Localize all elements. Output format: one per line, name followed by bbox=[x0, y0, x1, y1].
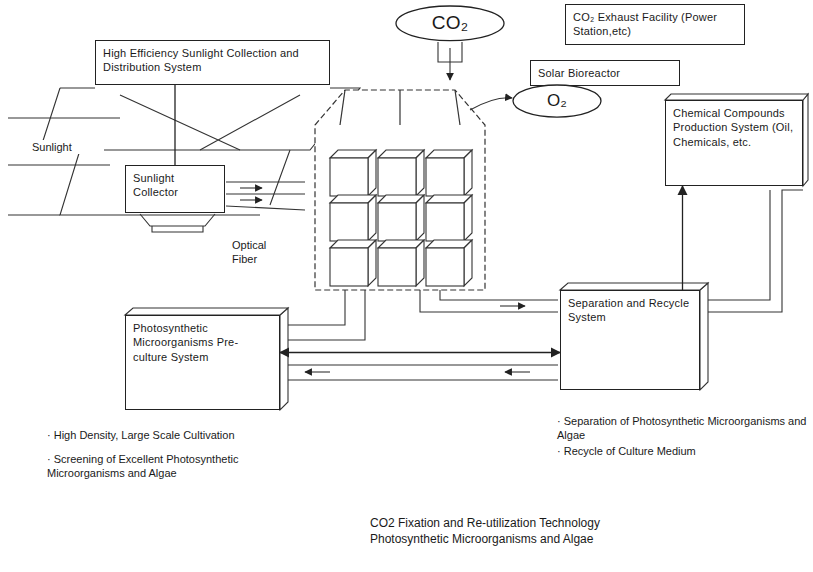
box-depth bbox=[125, 283, 708, 410]
process-box: Sunlight Collector bbox=[125, 165, 225, 213]
node-text: CO₂ bbox=[432, 11, 468, 36]
node-text: Separation and Recycle System bbox=[568, 296, 692, 325]
reactor-unit bbox=[330, 150, 376, 196]
note-text: · Screening of Excellent Photosynthetic … bbox=[45, 452, 299, 481]
chemical-box-depth bbox=[665, 94, 808, 186]
node-text: Chemical Compounds Production System (Oi… bbox=[673, 106, 795, 149]
process-box: Photosynthetic Microorganisms Pre-cultur… bbox=[125, 315, 280, 410]
node-text: Solar Bioreactor bbox=[538, 66, 672, 80]
process-box: Solar Bioreactor bbox=[530, 60, 680, 86]
reactor-unit bbox=[330, 195, 376, 241]
note-text: · High Density, Large Scale Cultivation bbox=[45, 428, 299, 442]
part-label: Sunlight bbox=[30, 140, 104, 154]
note-text: · Recycle of Culture Medium bbox=[555, 444, 809, 458]
flow-connector bbox=[682, 186, 683, 290]
co2-inlet bbox=[438, 42, 462, 80]
process-box: Chemical Compounds Production System (Oi… bbox=[665, 100, 803, 186]
node-text: O₂ bbox=[547, 90, 567, 112]
o2-outlet bbox=[470, 98, 512, 110]
flow-connector bbox=[174, 85, 175, 165]
collection-plane bbox=[8, 88, 360, 215]
pipes bbox=[282, 190, 803, 380]
node-text: Photosynthetic Microorganisms Pre-cultur… bbox=[133, 321, 272, 364]
figure-caption: CO2 Fixation and Re-utilization Technolo… bbox=[368, 516, 662, 547]
gas-ellipse: O₂ bbox=[512, 84, 602, 118]
process-box: High Efficiency Sunlight Collection and … bbox=[95, 40, 330, 85]
node-text: CO₂ Exhaust Facility (Power Station,etc) bbox=[573, 10, 737, 39]
reactor-unit bbox=[426, 195, 472, 241]
process-box: Separation and Recycle System bbox=[560, 290, 700, 390]
reactor-unit bbox=[426, 240, 472, 286]
process-box: CO₂ Exhaust Facility (Power Station,etc) bbox=[565, 4, 745, 45]
gas-ellipse: CO₂ bbox=[395, 5, 505, 42]
node-text: High Efficiency Sunlight Collection and … bbox=[103, 46, 322, 75]
bioreactor-dome bbox=[315, 90, 485, 290]
reactor-unit bbox=[426, 150, 472, 196]
optical-fiber bbox=[226, 182, 305, 210]
collector-base bbox=[140, 214, 215, 232]
bioreactor-units bbox=[330, 150, 472, 286]
reactor-unit bbox=[378, 150, 424, 196]
note-text: · Separation of Photosynthetic Microorga… bbox=[555, 414, 809, 443]
node-text: Sunlight Collector bbox=[133, 171, 217, 200]
part-label: Optical Fiber bbox=[230, 238, 296, 267]
flow-connector bbox=[280, 352, 560, 353]
reactor-unit bbox=[378, 195, 424, 241]
reactor-unit bbox=[330, 240, 376, 286]
reactor-unit bbox=[378, 240, 424, 286]
